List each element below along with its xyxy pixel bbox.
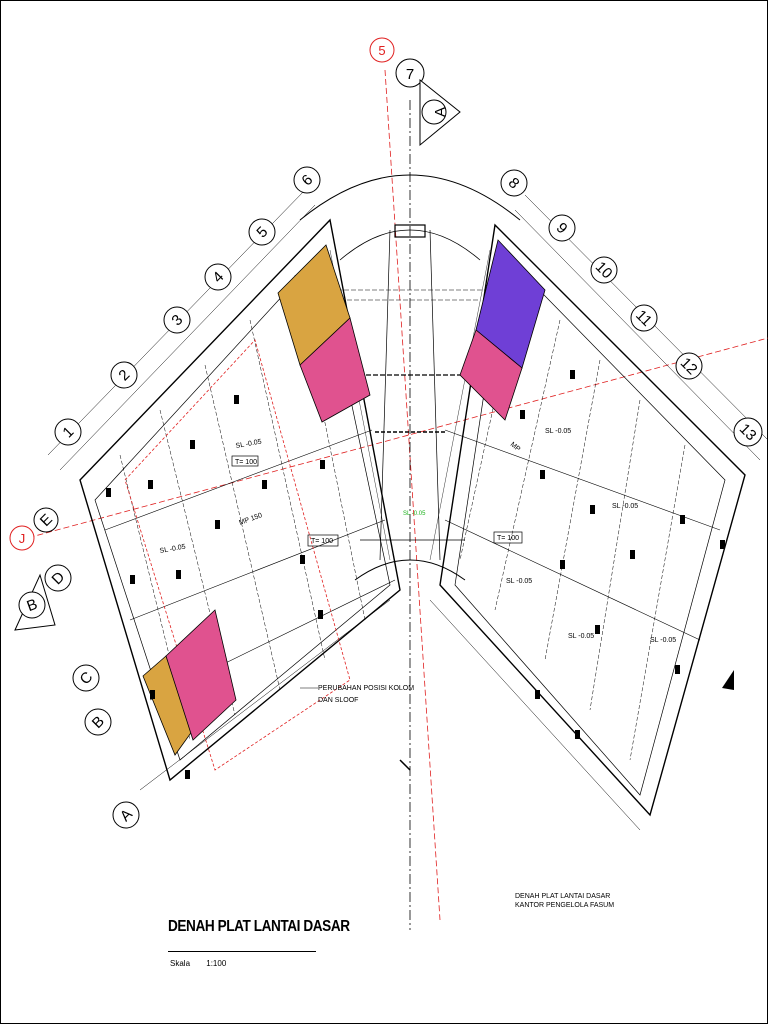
label-t-center-box <box>307 534 339 547</box>
label-t-left-box <box>231 455 259 467</box>
section-marker-a: A <box>419 78 461 147</box>
center-core <box>299 174 521 771</box>
grid-bubble-E: E <box>33 507 59 533</box>
label-sl-left-mid: SL -0.05 <box>159 544 186 555</box>
label-t-left: T= 100 <box>235 459 257 466</box>
section-arrow-right <box>722 670 734 690</box>
svg-text:J: J <box>19 531 26 546</box>
grid-bubble-4: 4 <box>204 263 232 291</box>
grid-bubble-10: 10 <box>590 256 618 284</box>
grid-bubble-13: 13 <box>733 417 763 447</box>
grid-bubble-6: 6 <box>293 166 321 194</box>
columns <box>106 370 725 779</box>
slab-pink-top-left <box>299 317 371 423</box>
label-sl-right-1: SL -0.05 <box>545 428 571 435</box>
grid-bubble-A: A <box>112 801 140 829</box>
grid-bubble-11: 11 <box>630 304 658 332</box>
label-sl-center: SL -0.05 <box>403 511 426 517</box>
grid-bubble-2: 2 <box>110 361 138 389</box>
drawing-title: DENAH PLAT LANTAI DASAR <box>168 918 350 935</box>
label-t-right-box <box>493 531 523 544</box>
label-t-center: T= 100 <box>311 538 333 545</box>
grid-bubble-8: 8 <box>500 169 528 197</box>
grid-bubble-9: 9 <box>548 214 576 242</box>
grid-bubble-3: 3 <box>163 306 191 334</box>
grid-bubble-12: 12 <box>675 352 703 380</box>
grid-bubble-1: 1 <box>54 418 82 446</box>
label-sl-right-2: SL -0.05 <box>612 503 638 510</box>
grid-bubble-C: C <box>72 664 100 692</box>
label-sl-right-5: SL -0.05 <box>650 637 676 644</box>
label-sl-right-4: SL -0.05 <box>568 633 594 640</box>
scale-value: 1:100 <box>206 959 227 968</box>
label-t-right: T= 100 <box>497 535 519 542</box>
svg-text:7: 7 <box>406 66 414 83</box>
title-underline <box>168 951 316 952</box>
caption-line-2: KANTOR PENGELOLA FASUM <box>515 902 615 909</box>
svg-text:A: A <box>432 107 449 117</box>
label-mp-right: MP <box>509 441 522 453</box>
slab-pink-bottom <box>165 609 237 741</box>
grid-bubble-J-red: J <box>9 525 35 551</box>
caption-line-1: DENAH PLAT LANTAI DASAR <box>515 893 611 900</box>
grid-bubble-5-red: 5 <box>369 37 395 63</box>
grid-bubbles: 1 2 3 4 5 6 7 8 9 10 11 12 13 5 A B C D … <box>9 37 763 829</box>
note-change-line-1: PERUBAHAN POSISI KOLOM <box>318 685 414 692</box>
red-axis-line <box>384 69 441 921</box>
note-change-line-2: DAN SLOOF <box>318 697 358 704</box>
label-mp-left: MP 150 <box>238 512 263 527</box>
grid-bubble-D: D <box>44 564 72 592</box>
scale-row: Skala 1:100 <box>170 959 240 968</box>
grid-bubble-B: B <box>84 708 112 736</box>
section-marker-b: B <box>14 573 56 631</box>
drawing-caption: DENAH PLAT LANTAI DASAR KANTOR PENGELOLA… <box>515 892 614 910</box>
svg-text:5: 5 <box>378 43 385 58</box>
grid-bubble-7: 7 <box>395 58 425 88</box>
scale-label: Skala <box>170 959 191 968</box>
slab-pink-top-right <box>459 329 523 421</box>
grid-bubble-5: 5 <box>248 218 276 246</box>
red-reference-line <box>19 337 768 541</box>
label-sl-right-3: SL -0.05 <box>506 578 532 585</box>
label-sl-left-top: SL -0.05 <box>235 439 262 450</box>
